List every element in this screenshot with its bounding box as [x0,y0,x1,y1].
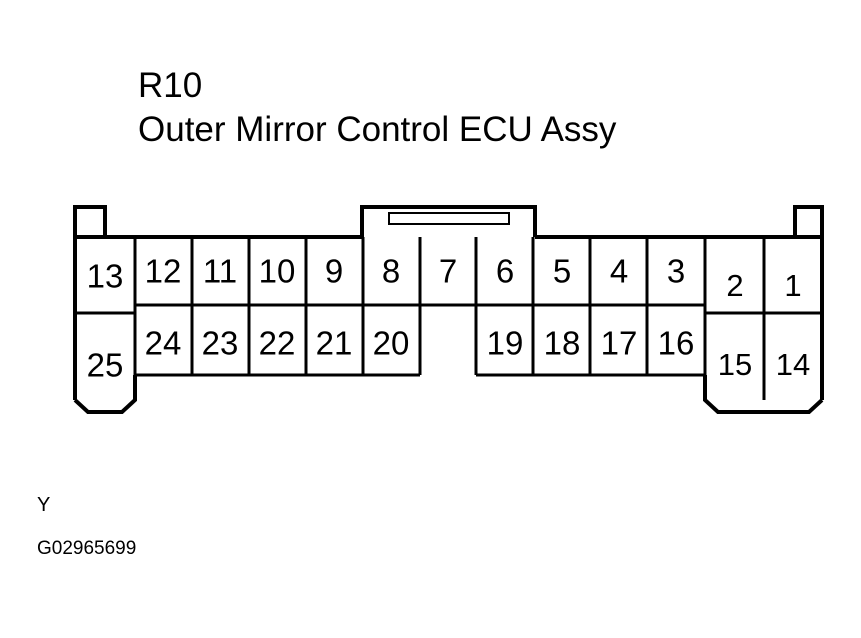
pin-label-7: 7 [439,253,457,290]
pin-label-18: 18 [544,325,581,362]
pin-label-11: 11 [203,253,237,290]
pin-label-12: 12 [145,253,182,290]
pin-label-23: 23 [202,325,239,362]
pin-label-17: 17 [601,325,638,362]
pin-label-5: 5 [553,253,571,290]
pin-label-24: 24 [145,325,182,362]
pin-label-13: 13 [87,258,124,295]
top-row-dividers [190,237,649,305]
pin-label-19: 19 [487,325,524,362]
pin-label-21: 21 [316,325,353,362]
pin-label-4: 4 [610,253,628,290]
diagram-title-block: R10 Outer Mirror Control ECU Assy [138,68,616,147]
center-latch-tab [360,205,537,237]
connector-outline [73,205,824,414]
pin-label-8: 8 [382,253,400,290]
left-locking-notch [73,205,107,237]
right-locking-notch [793,205,824,237]
pin-label-6: 6 [496,253,514,290]
main-grid [135,237,705,377]
connector-name: Outer Mirror Control ECU Assy [138,110,617,149]
figure-id: G02965699 [37,538,137,559]
pin-label-1: 1 [784,268,801,303]
connector-code: R10 [138,66,203,105]
pin-label-16: 16 [658,325,695,362]
pin-label-20: 20 [373,325,410,362]
right-end-column [703,237,822,400]
left-end-column [75,237,137,400]
pin-label-22: 22 [259,325,296,362]
pin-label-25: 25 [87,347,124,384]
pin-number-labels: 13 12 11 10 9 8 7 6 5 4 3 2 1 25 24 23 2… [87,253,811,384]
pin-label-10: 10 [259,253,296,290]
bottom-row-dividers [190,305,649,375]
pin-label-14: 14 [776,347,810,382]
pin-label-2: 2 [726,268,743,303]
pin-label-9: 9 [325,253,343,290]
pin-label-15: 15 [718,347,752,382]
wire-color-code: Y [37,494,51,516]
pin-label-3: 3 [667,253,685,290]
center-latch-slot [388,212,510,225]
